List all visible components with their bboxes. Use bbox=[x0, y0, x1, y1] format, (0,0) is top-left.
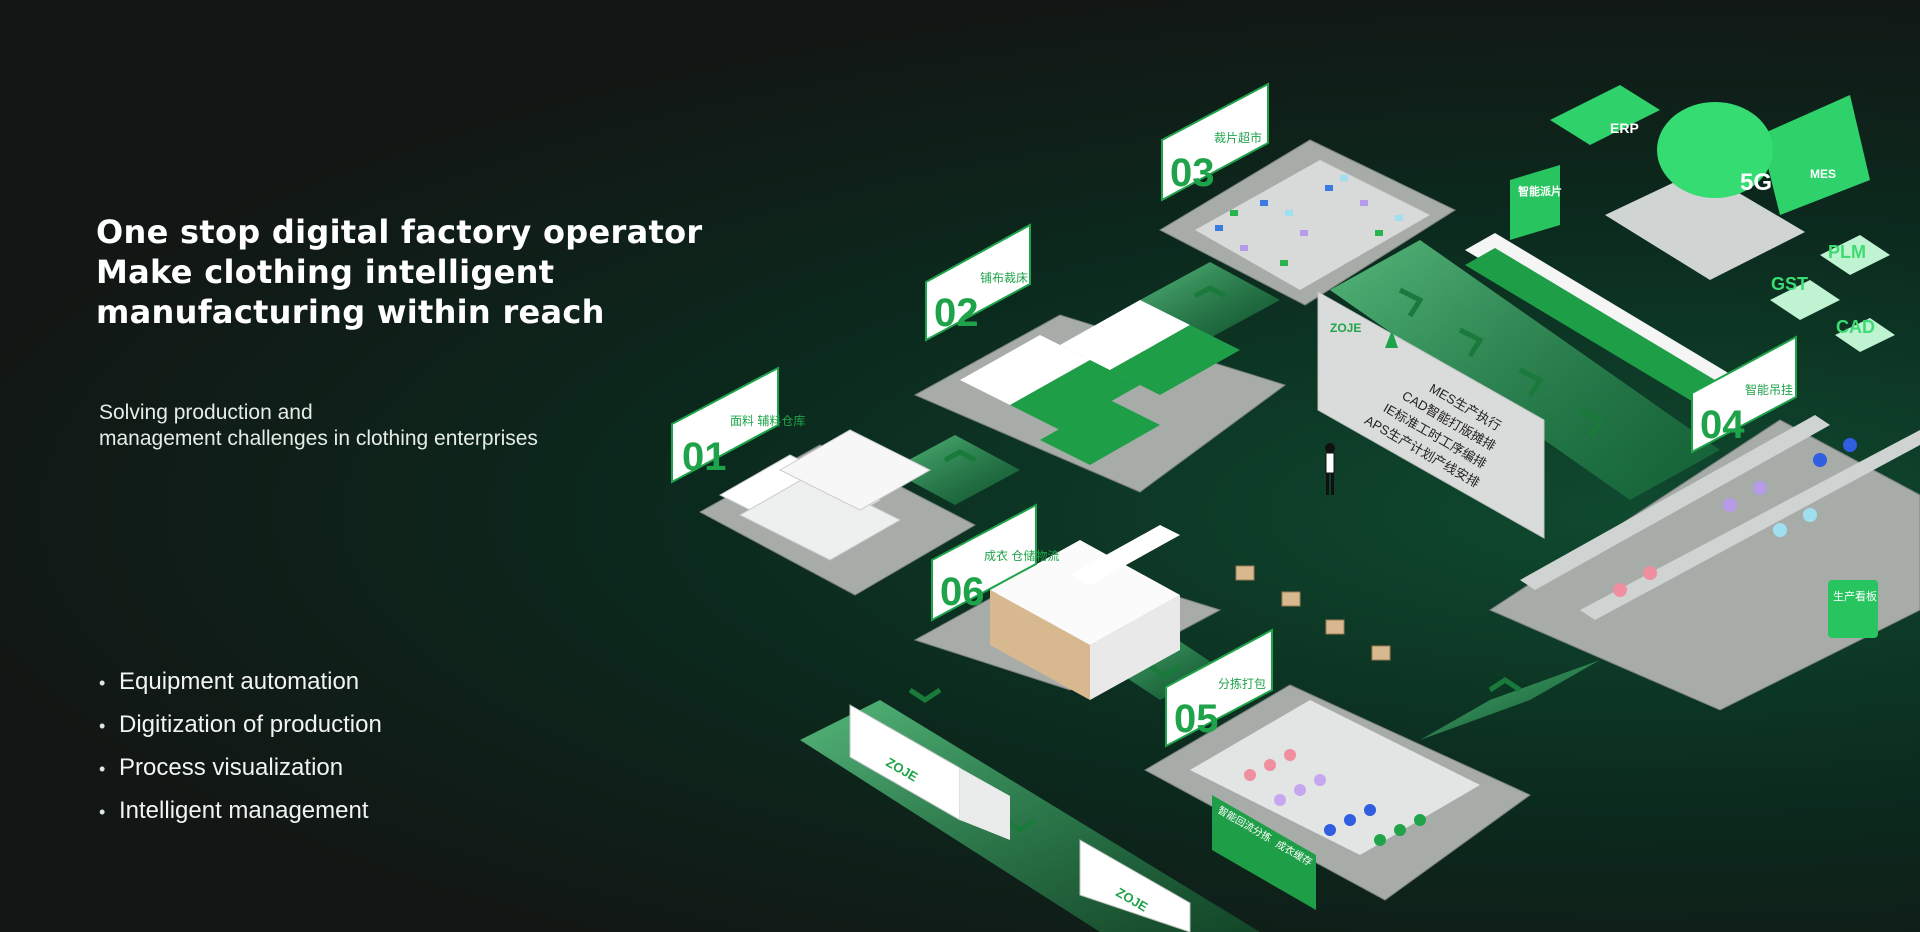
hanging-system bbox=[1520, 415, 1920, 620]
station-label: 面料 辅料仓库 bbox=[730, 413, 805, 428]
parcel-boxes bbox=[1235, 565, 1391, 661]
station-label: 分拣打包 bbox=[1218, 676, 1266, 691]
station-number: 03 bbox=[1170, 151, 1215, 195]
dispatch-label: 智能派片 bbox=[1518, 184, 1562, 198]
finished-goods-shelves bbox=[990, 525, 1180, 700]
subtitle-line-1: Solving production and bbox=[99, 401, 313, 424]
truck: ZOJE bbox=[849, 704, 1010, 840]
station-badge-01: 01 面料 辅料仓库 bbox=[671, 366, 805, 484]
station-label: 智能吊挂 bbox=[1745, 382, 1793, 397]
headline-line-1: One stop digital factory operator bbox=[96, 213, 703, 251]
station-badge-02: 02 铺布裁床 bbox=[925, 223, 1031, 342]
station-number: 01 bbox=[682, 435, 727, 479]
feature-item: •Intelligent management bbox=[99, 797, 369, 824]
plm-label: PLM bbox=[1828, 242, 1866, 262]
kanban-label: 生产看板 bbox=[1833, 589, 1877, 603]
feature-list: •Equipment automation •Digitization of p… bbox=[99, 661, 382, 833]
cut-piece-supermarket bbox=[1195, 160, 1430, 290]
headline: One stop digital factory operator Make c… bbox=[96, 212, 702, 332]
info-panel: ZOJE MES生产执行 CAD智能打版摊排 IE标准工时工序编排 APS生产计… bbox=[1317, 291, 1545, 539]
headline-line-3: manufacturing within reach bbox=[96, 293, 605, 331]
sorting-system bbox=[1190, 700, 1480, 855]
station-badge-06: 06 成衣 仓储物流 bbox=[931, 503, 1059, 622]
mes-label: MES bbox=[1810, 167, 1836, 181]
subtitle-line-2: management challenges in clothing enterp… bbox=[99, 427, 538, 450]
truck: ZOJE bbox=[1079, 839, 1191, 932]
presenter-figure bbox=[1325, 443, 1335, 495]
station-badge-05: 05 分拣打包 bbox=[1165, 628, 1273, 748]
system-labels: ERP 5G MES PLM GST CAD 智能派片 bbox=[1518, 120, 1875, 337]
station-number: 04 bbox=[1700, 403, 1745, 447]
station-number: 05 bbox=[1174, 697, 1219, 741]
feature-item: •Equipment automation bbox=[99, 668, 360, 695]
station-number: 06 bbox=[940, 570, 985, 614]
panel-brand: ZOJE bbox=[1330, 321, 1361, 335]
station-label: 铺布裁床 bbox=[980, 271, 1028, 285]
station-badge-03: 03 裁片超市 bbox=[1161, 82, 1269, 202]
person-icon bbox=[1385, 330, 1398, 348]
conveyor-line bbox=[1465, 233, 1740, 412]
warehouse-racks bbox=[718, 429, 932, 561]
production-kanban: 生产看板 bbox=[1828, 580, 1878, 638]
station-label: 成衣 仓储物流 bbox=[984, 548, 1059, 563]
cad-label: CAD bbox=[1836, 317, 1875, 337]
gst-label: GST bbox=[1771, 274, 1808, 294]
station-label: 裁片超市 bbox=[1214, 130, 1262, 145]
feature-item: •Digitization of production bbox=[99, 711, 382, 738]
flow-chevrons bbox=[908, 285, 1604, 834]
feature-item: •Process visualization bbox=[99, 754, 344, 781]
station-number: 02 bbox=[934, 291, 979, 335]
cutting-tables bbox=[960, 300, 1240, 465]
station-badge-04: 04 智能吊挂 bbox=[1691, 335, 1797, 454]
cloud-systems bbox=[1510, 85, 1895, 352]
erp-label: ERP bbox=[1610, 120, 1639, 136]
subtitle: Solving production and management challe… bbox=[99, 400, 538, 452]
headline-line-2: Make clothing intelligent bbox=[96, 253, 555, 291]
5g-label: 5G bbox=[1740, 169, 1772, 196]
